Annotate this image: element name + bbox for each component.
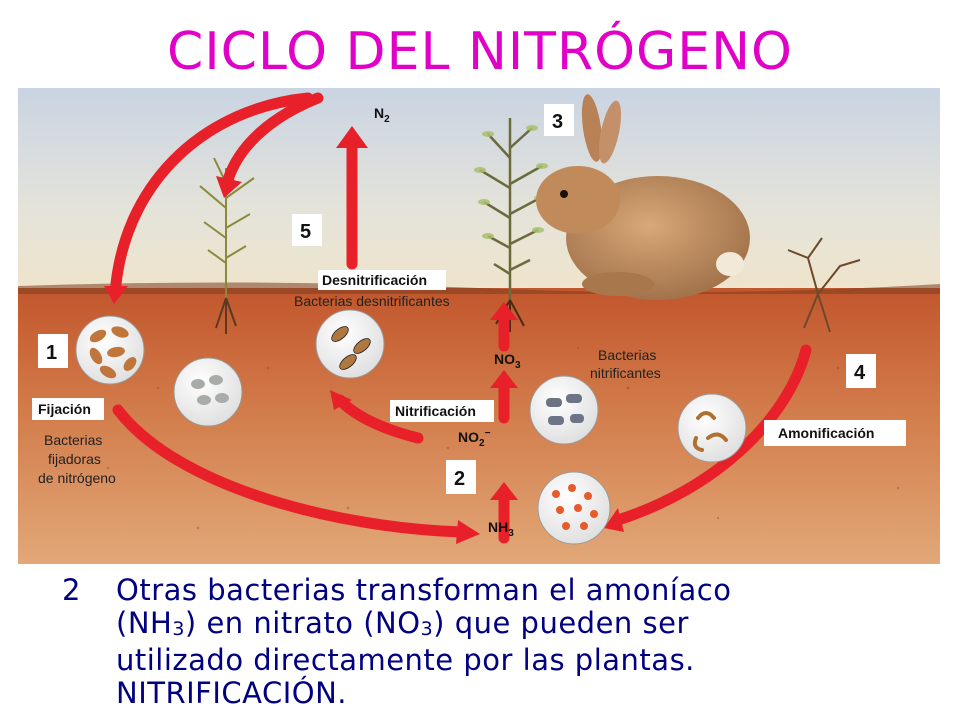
label-desnitrificacion: Desnitrificación (322, 272, 427, 288)
step-box-1: 1 (38, 334, 68, 368)
sky (18, 88, 940, 288)
label-bacterias-desnitrificantes: Bacterias desnitrificantes (294, 293, 450, 309)
bacteria-circle-nh3 (537, 471, 611, 545)
label-bacterias-fijadoras-1: Bacterias (44, 432, 102, 448)
arrow-heads (104, 126, 624, 544)
caption-number: 2 (62, 573, 81, 607)
step-box-4: 4 (846, 354, 876, 388)
cycle-arrows (110, 92, 812, 544)
label-no3: NO3 (494, 351, 521, 371)
label-nh3: NH3 (488, 519, 514, 539)
step-box-2: 2 (446, 460, 476, 494)
step-number-3: 3 (552, 111, 563, 133)
bacteria-circle-soil (173, 357, 243, 427)
soil-speckles (76, 346, 900, 530)
plant-center (479, 118, 543, 300)
caption-line-1: Otras bacterias transforman el amoníaco (116, 573, 732, 607)
bacteria-circle-amonificacion (677, 393, 747, 463)
caption-line-3: utilizado directamente por las plantas. (116, 643, 695, 677)
label-bacterias-nitrificantes-1: Bacterias (598, 347, 656, 363)
nitrogen-cycle-diagram: 1 2 3 4 5 N2 Desnitrificación Bacterias … (18, 88, 940, 564)
bacteria-circle-nitrificantes (529, 375, 599, 445)
label-fijacion: Fijación (38, 401, 91, 417)
step-number-2: 2 (454, 468, 465, 490)
step-box-5: 5 (292, 214, 322, 246)
caption-line-2: (NH3) en nitrato (NO3) que pueden ser (116, 606, 689, 641)
rabbit (536, 94, 750, 300)
step-number-5: 5 (300, 221, 311, 243)
label-n2: N2 (374, 105, 390, 125)
label-nitrificacion: Nitrificación (395, 403, 476, 419)
caption-text: Otras bacterias transforman el amoníaco … (116, 574, 936, 710)
label-bacterias-fijadoras-3: de nitrógeno (38, 470, 116, 486)
step-box-3: 3 (544, 104, 574, 136)
step-number-1: 1 (46, 342, 57, 364)
bacteria-circle-desnitrificantes (315, 309, 385, 379)
plant-right (787, 237, 861, 333)
label-bacterias-fijadoras-2: fijadoras (48, 451, 101, 467)
bacteria-circle-fijadoras (75, 315, 145, 385)
label-no2: NO2− (458, 428, 491, 449)
page-title: CICLO DEL NITRÓGENO (167, 22, 793, 82)
label-amonificacion: Amonificación (778, 425, 874, 441)
step-number-4: 4 (854, 362, 866, 384)
caption-line-4: NITRIFICACIÓN. (116, 676, 348, 710)
label-bacterias-nitrificantes-2: nitrificantes (590, 365, 661, 381)
grass-line (18, 282, 940, 294)
